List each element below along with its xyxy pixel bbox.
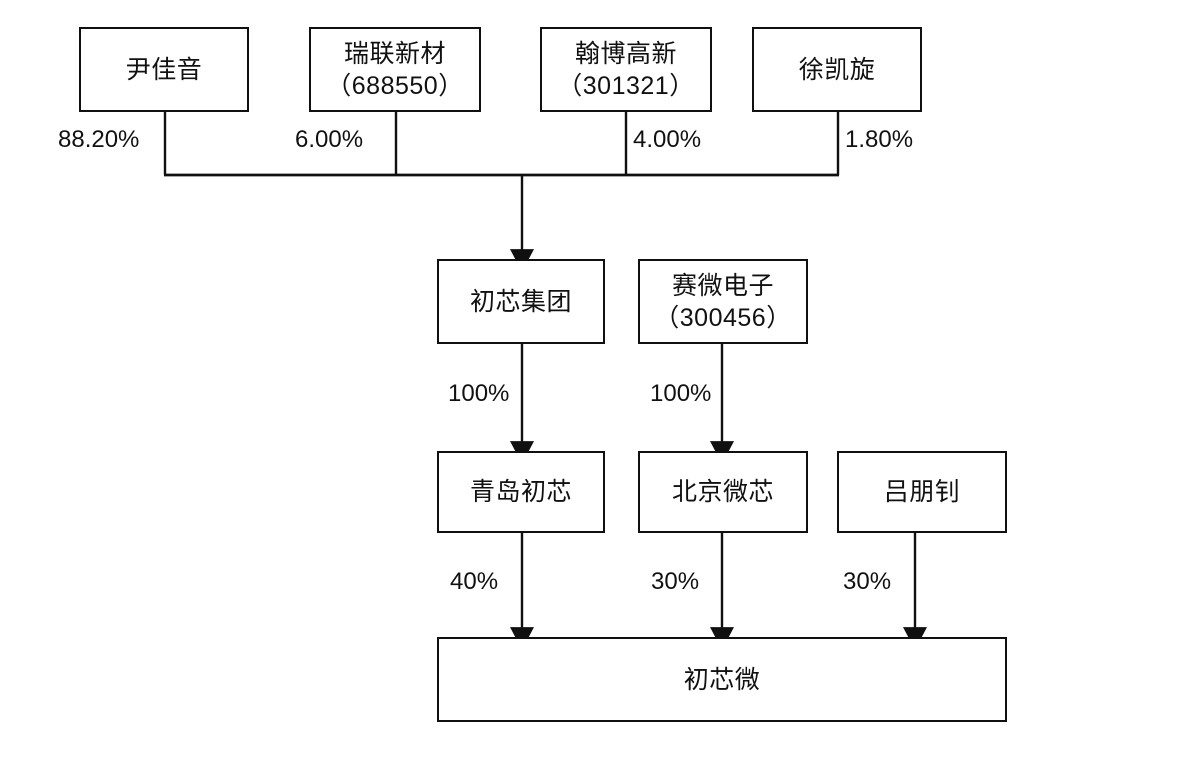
node-chuxinwei[interactable]: 初芯微 (437, 637, 1007, 722)
edge-label-saiwei-to-beijing-percent: 100% (650, 380, 712, 407)
node-yin-jiayin[interactable]: 尹佳音 (79, 27, 249, 112)
node-chuxin-group[interactable]: 初芯集团 (437, 259, 605, 344)
node-saiwei-dianzi[interactable]: 赛微电子 （300456） (638, 259, 808, 344)
edge-label-hanbo-percent: 4.00% (633, 126, 702, 153)
node-lv-pengzhao[interactable]: 吕朋钊 (837, 451, 1007, 533)
node-beijing-weixin[interactable]: 北京微芯 (638, 451, 808, 533)
node-hanbo-gaoxin[interactable]: 翰博高新 （301321） (540, 27, 712, 112)
node-ruilian-xincai[interactable]: 瑞联新材 （688550） (309, 27, 481, 112)
edge-label-qingdao-to-chuxinwei-percent: 40% (450, 568, 499, 595)
edge-label-lvpengzhao-to-chuxinwei-percent: 30% (843, 568, 892, 595)
edge-label-xu-kaixuan-percent: 1.80% (845, 126, 914, 153)
edge-label-yin-jiayin-percent: 88.20% (58, 126, 140, 153)
edge-label-beijing-to-chuxinwei-percent: 30% (651, 568, 700, 595)
node-xu-kaixuan[interactable]: 徐凯旋 (752, 27, 922, 112)
edge-label-ruilian-percent: 6.00% (295, 126, 364, 153)
node-qingdao-chuxin[interactable]: 青岛初芯 (437, 451, 605, 533)
edge-label-chuxin-group-to-qingdao-percent: 100% (448, 380, 510, 407)
